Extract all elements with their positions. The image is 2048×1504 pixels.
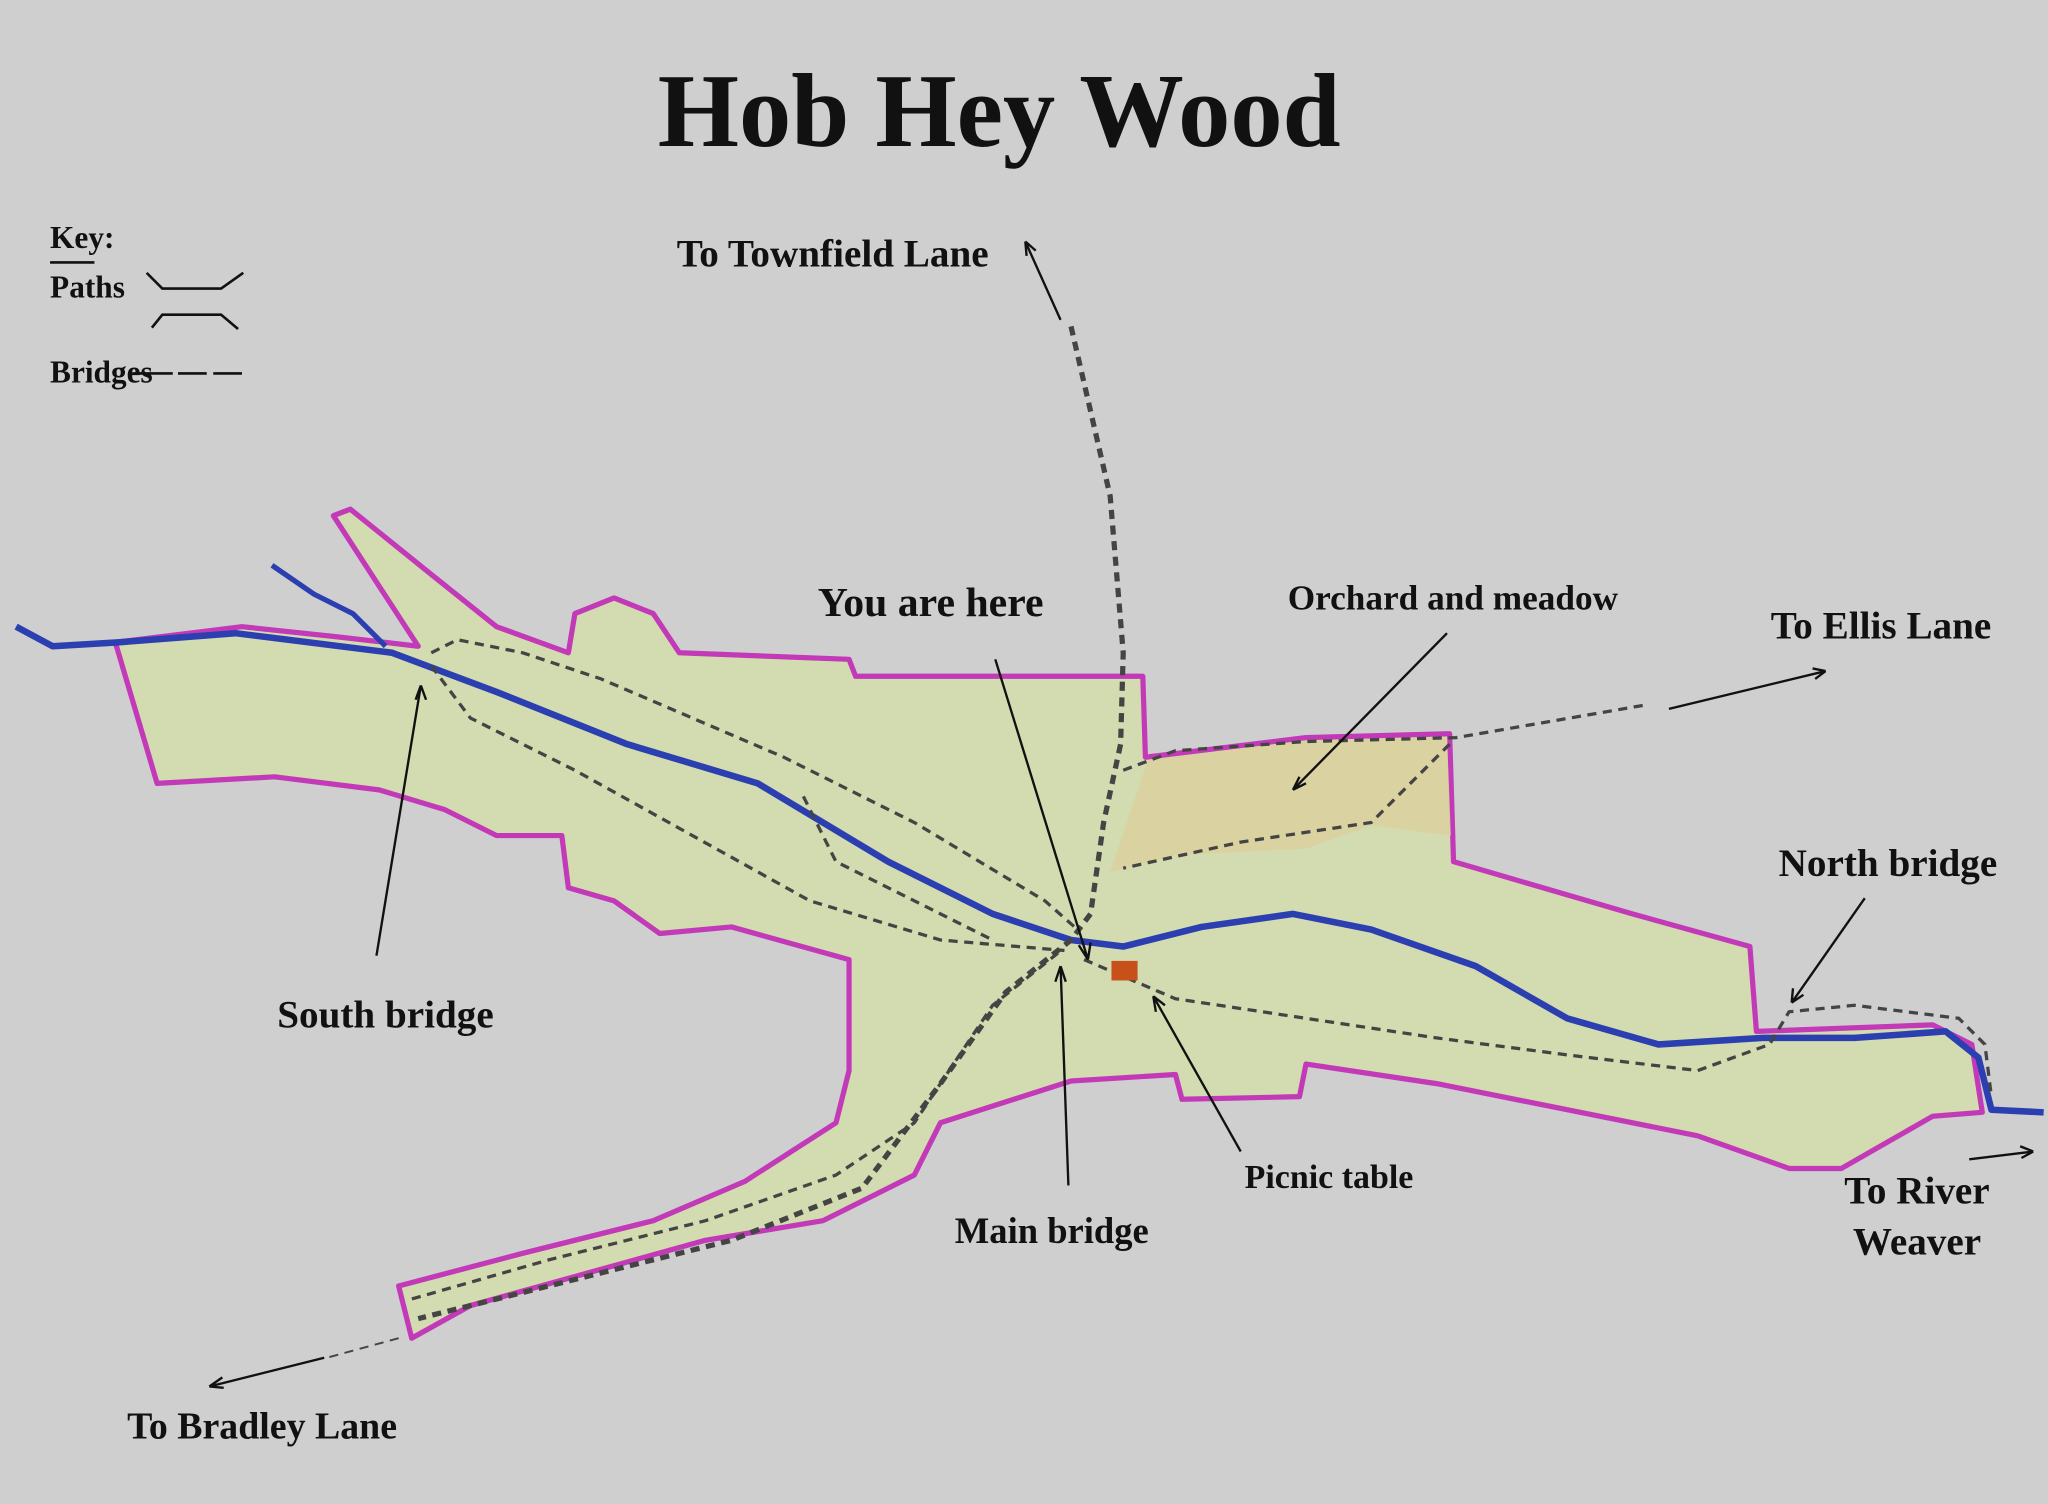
label-orchard-and-meadow: Orchard and meadow xyxy=(1288,579,1619,618)
river-tributary xyxy=(270,563,388,649)
legend-paths-label: Paths xyxy=(50,270,125,305)
legend-heading: Key: xyxy=(50,220,114,255)
label-to-ellis-lane: To Ellis Lane xyxy=(1771,604,1992,647)
picnic-table-marker xyxy=(1111,960,1138,981)
legend-paths-symbol xyxy=(145,271,245,330)
label-to-river-weaver-line2: Weaver xyxy=(1853,1221,1981,1264)
map-title: Hob Hey Wood xyxy=(658,53,1341,169)
legend: Key: Paths Bridges xyxy=(50,220,245,390)
river xyxy=(14,623,2044,1116)
orchard-area xyxy=(1110,736,1451,873)
label-you-are-here: You are here xyxy=(818,580,1044,626)
label-main-bridge: Main bridge xyxy=(955,1210,1149,1251)
label-to-bradley-lane: To Bradley Lane xyxy=(127,1406,397,1448)
label-north-bridge: North bridge xyxy=(1779,842,1998,885)
pointer-arrows xyxy=(208,240,2034,1389)
label-south-bridge: South bridge xyxy=(277,993,494,1036)
legend-bridges-label: Bridges xyxy=(50,355,153,390)
label-to-river-weaver-line1: To River xyxy=(1844,1170,1989,1213)
paths xyxy=(326,325,1994,1359)
wood-area xyxy=(112,506,1985,1341)
label-to-townfield-lane: To Townfield Lane xyxy=(677,232,989,275)
label-picnic-table: Picnic table xyxy=(1245,1159,1414,1196)
